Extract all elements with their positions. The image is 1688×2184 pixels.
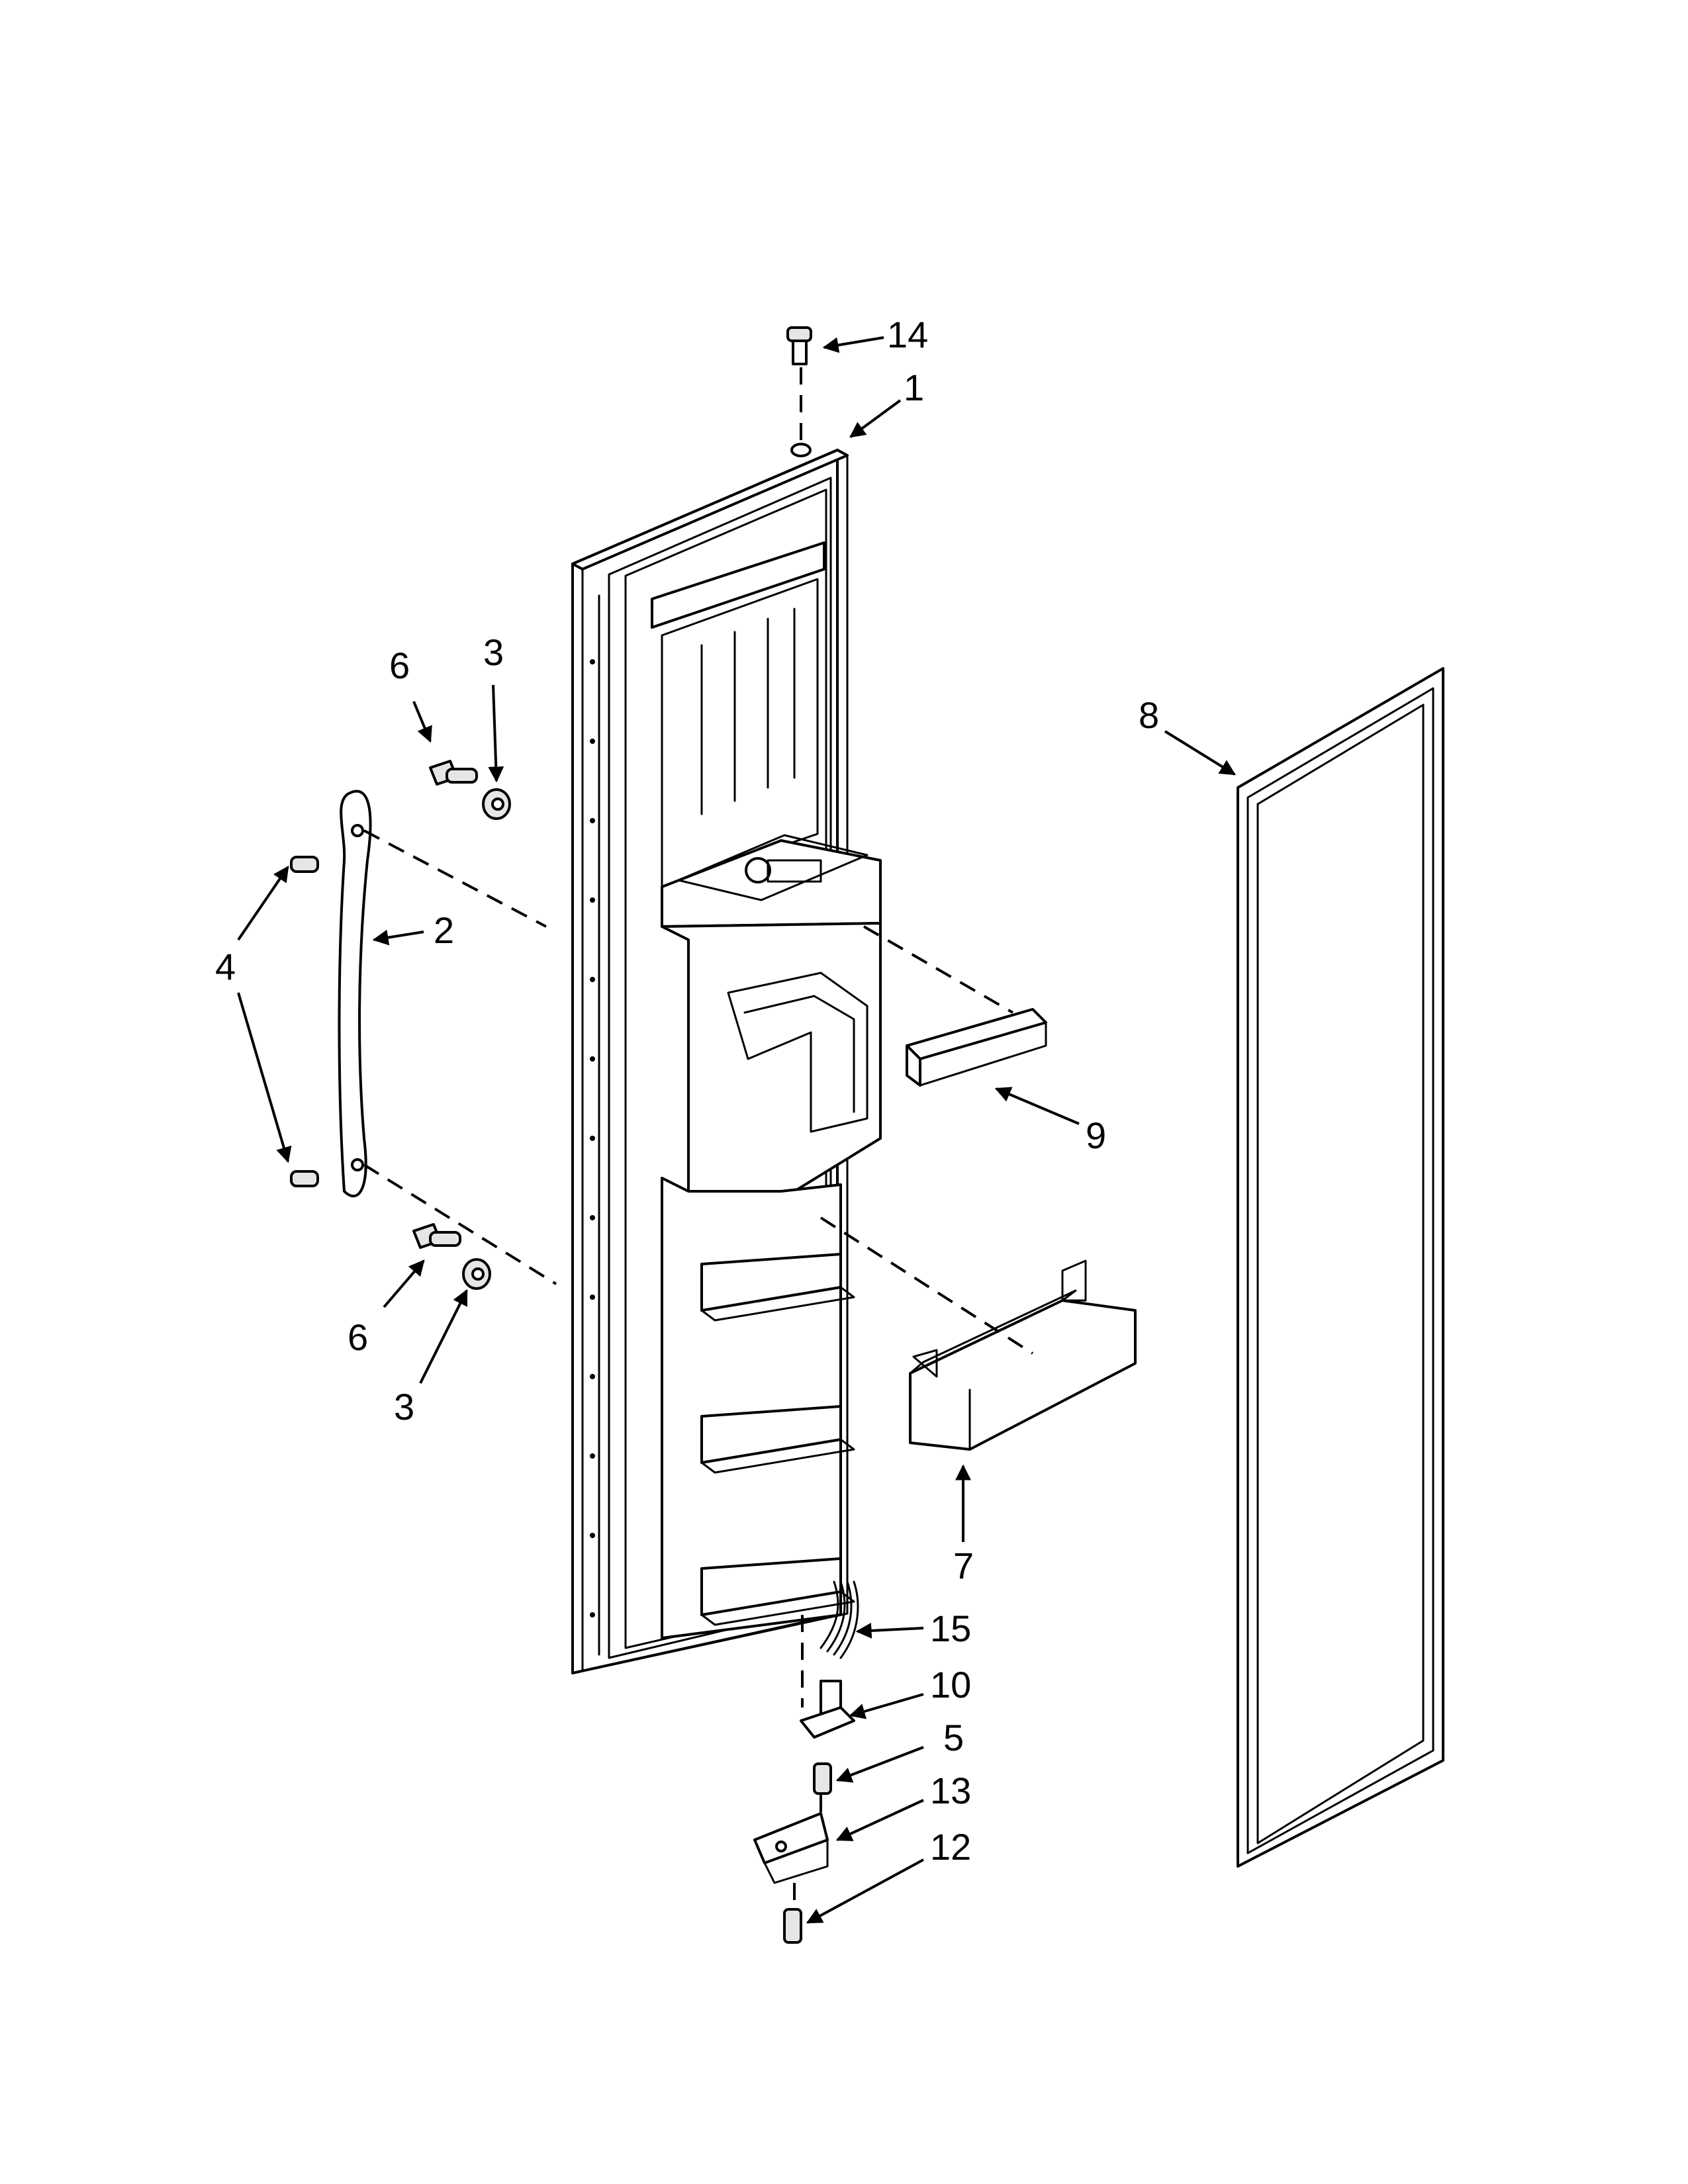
callout-15: 15 [930, 1608, 971, 1649]
callout-7: 7 [953, 1545, 974, 1586]
callout-6-bottom: 6 [348, 1316, 368, 1358]
shelf-3 [700, 1557, 855, 1626]
part-10-hinge-pin [800, 1680, 855, 1739]
callout-12: 12 [930, 1826, 971, 1868]
callout-6-top: 6 [389, 645, 410, 686]
callout-14: 14 [887, 314, 928, 355]
part-12-screw [783, 1908, 802, 1944]
shelf-1 [700, 1253, 855, 1322]
part-6-screw-top [429, 760, 478, 786]
part-7-bin [909, 1259, 1137, 1451]
door-edge-ribs [590, 594, 600, 1656]
callout-4: 4 [215, 946, 236, 987]
callout-3-top: 3 [483, 631, 504, 673]
part-6-screw-bottom [412, 1223, 461, 1249]
part-3-spacer-top [482, 788, 511, 820]
part-14-plug [786, 326, 812, 365]
part-4-set-screw-bottom [290, 1170, 319, 1187]
part-5-screw [813, 1762, 832, 1795]
callout-13: 13 [930, 1770, 971, 1811]
callout-9: 9 [1086, 1115, 1106, 1156]
callout-8: 8 [1139, 694, 1159, 736]
door-shelves [661, 1177, 855, 1639]
part-15-wire-harness [820, 1580, 859, 1659]
part-3-spacer-bottom [462, 1258, 491, 1290]
part-4-set-screw-top [290, 856, 319, 873]
callout-1: 1 [904, 367, 924, 408]
part-9-trim [906, 1008, 1047, 1087]
callout-3-bottom: 3 [394, 1386, 414, 1428]
part-2-handle [338, 790, 372, 1198]
part-8-gasket [1237, 667, 1444, 1868]
callout-labels: 14 1 6 3 8 2 4 9 6 3 7 15 10 5 13 12 [215, 314, 1159, 1868]
callout-5: 5 [943, 1717, 964, 1758]
callout-2: 2 [434, 909, 454, 951]
shelf-2 [700, 1405, 855, 1474]
leader-lines [237, 336, 1237, 1924]
part-13-hinge [753, 1812, 829, 1884]
callout-10: 10 [930, 1664, 971, 1706]
dispenser-housing [661, 834, 882, 1196]
